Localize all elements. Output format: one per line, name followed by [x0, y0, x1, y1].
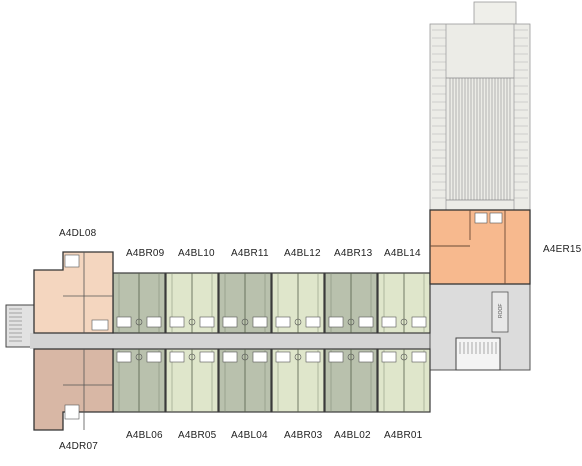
- roof-label: ROOF: [498, 304, 504, 318]
- unit-a4br11[interactable]: [218, 272, 272, 334]
- unit-label-a4br01: A4BR01: [384, 430, 423, 441]
- unit-a4br01[interactable]: [377, 348, 431, 413]
- main-corridor: [30, 333, 430, 349]
- unit-label-a4er15: A4ER15: [543, 244, 582, 255]
- unit-label-a4bl04: A4BL04: [231, 430, 268, 441]
- unit-label-a4bl06: A4BL06: [126, 430, 163, 441]
- unit-a4br13[interactable]: [324, 272, 378, 334]
- unit-label-a4br03: A4BR03: [284, 430, 323, 441]
- unit-a4bl10[interactable]: [165, 272, 219, 334]
- stair-core: [455, 337, 501, 371]
- unit-label-a4bl10: A4BL10: [178, 248, 215, 259]
- building-shell: ROOF: [5, 283, 531, 371]
- unit-a4dr07[interactable]: [33, 348, 114, 431]
- unit-a4bl06[interactable]: [112, 348, 166, 413]
- unit-a4er15[interactable]: [429, 209, 531, 285]
- unit-label-a4br09: A4BR09: [126, 248, 165, 259]
- roof-hatch-box: [491, 291, 509, 333]
- unit-label-a4br05: A4BR05: [178, 430, 217, 441]
- unit-a4dl08[interactable]: [33, 251, 114, 334]
- unit-a4bl04[interactable]: [218, 348, 272, 413]
- unit-label-a4bl14: A4BL14: [384, 248, 421, 259]
- unit-a4br03[interactable]: [271, 348, 325, 413]
- unit-label-a4dr07: A4DR07: [59, 441, 98, 452]
- unit-label-a4br13: A4BR13: [334, 248, 373, 259]
- unit-a4br05[interactable]: [165, 348, 219, 413]
- top-row-units: [112, 272, 431, 334]
- unit-label-a4br11: A4BR11: [231, 248, 269, 259]
- unit-label-a4bl02: A4BL02: [334, 430, 371, 441]
- roof-block: [429, 1, 531, 211]
- unit-a4bl14[interactable]: [377, 272, 431, 334]
- unit-a4br09[interactable]: [112, 272, 166, 334]
- unit-label-a4bl12: A4BL12: [284, 248, 321, 259]
- unit-label-a4dl08: A4DL08: [59, 228, 97, 239]
- unit-a4bl02[interactable]: [324, 348, 378, 413]
- bottom-row-units: [112, 348, 431, 413]
- unit-a4bl12[interactable]: [271, 272, 325, 334]
